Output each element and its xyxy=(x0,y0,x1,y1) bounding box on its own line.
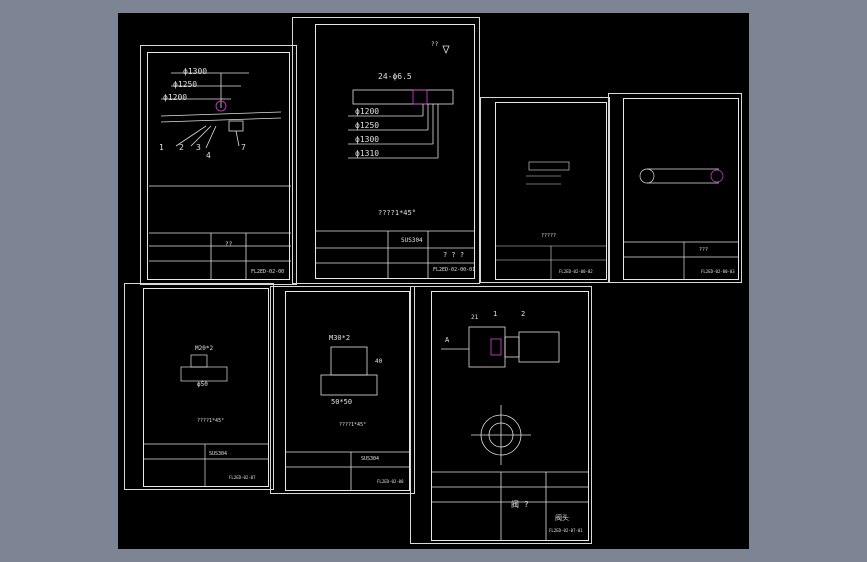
callout: A xyxy=(445,336,450,344)
sheet-3-geometry xyxy=(495,161,607,280)
part-label: 阀头 xyxy=(555,514,569,522)
sheet-4-geometry xyxy=(623,168,739,280)
drawing-code: FL2ED-02-00-01 xyxy=(433,267,476,273)
tech-note: ??? xyxy=(699,247,709,253)
drawing-code: FL2ED-02-08 xyxy=(377,479,404,484)
dim-label: ϕ50 xyxy=(197,381,208,388)
drawing-code: FL2ED-02-07-01 xyxy=(549,528,583,533)
part-name: 阀 ? xyxy=(511,500,529,509)
callout: 1 xyxy=(493,310,498,318)
sheet-frame xyxy=(147,52,290,280)
drawing-sheet-5[interactable]: M20*2 ϕ50 ????1*45° SUS304 FL2ED-02-07 xyxy=(124,283,274,490)
sheet-frame xyxy=(143,288,269,487)
callout: 2 xyxy=(521,310,526,318)
drawing-code: FL2ED-02-00 xyxy=(251,269,285,275)
sheet-frame xyxy=(315,24,475,279)
drawing-sheet-6[interactable]: M30*2 50*50 40 ????1*45° SUS304 FL2ED-02… xyxy=(270,286,415,494)
drawing-sheet-7[interactable]: A 21 1 2 阀 ? 阀头 FL2ED-02-07-01 xyxy=(410,286,592,544)
dim-label: 40 xyxy=(375,358,383,365)
dim-label: ϕ1300 xyxy=(183,67,208,76)
cad-model-space[interactable] xyxy=(118,13,749,549)
drawing-code: FL2ED-02-00-02 xyxy=(559,269,593,274)
drawing-code: FL2ED-02-00-03 xyxy=(701,269,735,274)
callout: 2 xyxy=(179,143,184,152)
sheet-5-geometry xyxy=(143,354,269,487)
drawing-code: FL2ED-02-07 xyxy=(229,475,256,480)
dim-label: ϕ1250 xyxy=(173,80,198,89)
drawing-sheet-4[interactable]: ??? FL2ED-02-00-03 xyxy=(608,93,742,283)
tech-note: ????? xyxy=(541,233,557,239)
material-label: SUS304 xyxy=(209,451,228,457)
title-mark: ?? xyxy=(225,241,233,248)
tech-note: ????1*45° xyxy=(197,418,225,424)
sheet-1-geometry xyxy=(149,72,291,280)
tech-note: ????1*45° xyxy=(339,422,367,428)
sheet-7-geometry xyxy=(431,326,589,541)
sheet-2-geometry xyxy=(315,45,475,279)
dim-label: ϕ1300 xyxy=(355,135,380,144)
callout: 7 xyxy=(241,143,246,152)
drawing-sheet-1[interactable]: ϕ1300 ϕ1250 ϕ1200 1 2 3 4 7 ?? FL2ED-02-… xyxy=(140,45,297,285)
callout: 1 xyxy=(159,143,164,152)
dim-label: M20*2 xyxy=(195,345,214,352)
sheet-frame xyxy=(431,291,589,541)
material-label: SUS304 xyxy=(401,237,423,244)
drawing-sheet-3[interactable]: ????? FL2ED-02-00-02 xyxy=(480,97,610,283)
dim-label: 24-ϕ6.5 xyxy=(378,72,412,81)
callout: 4 xyxy=(206,151,211,160)
dim-label: 50*50 xyxy=(331,398,353,406)
dim-label: ϕ1200 xyxy=(163,93,188,102)
callout: 21 xyxy=(471,314,479,321)
sheet-6-geometry xyxy=(285,346,410,491)
sheet-frame xyxy=(285,291,410,491)
part-name: ? ? ? xyxy=(443,251,465,259)
dim-label: M30*2 xyxy=(329,334,351,342)
material-label: SUS304 xyxy=(361,456,380,462)
drawing-sheet-2[interactable]: ?? 24-ϕ6.5 ϕ1200 ϕ1250 ϕ1300 ϕ1310 ????1… xyxy=(292,17,480,284)
sheet-frame xyxy=(623,98,739,280)
callout: 3 xyxy=(196,143,201,152)
dim-label: ϕ1200 xyxy=(355,107,380,116)
roughness-mark: ?? xyxy=(431,41,439,48)
dim-label: ϕ1250 xyxy=(355,121,380,130)
tech-note: ????1*45° xyxy=(378,209,416,217)
dim-label: ϕ1310 xyxy=(355,149,380,158)
